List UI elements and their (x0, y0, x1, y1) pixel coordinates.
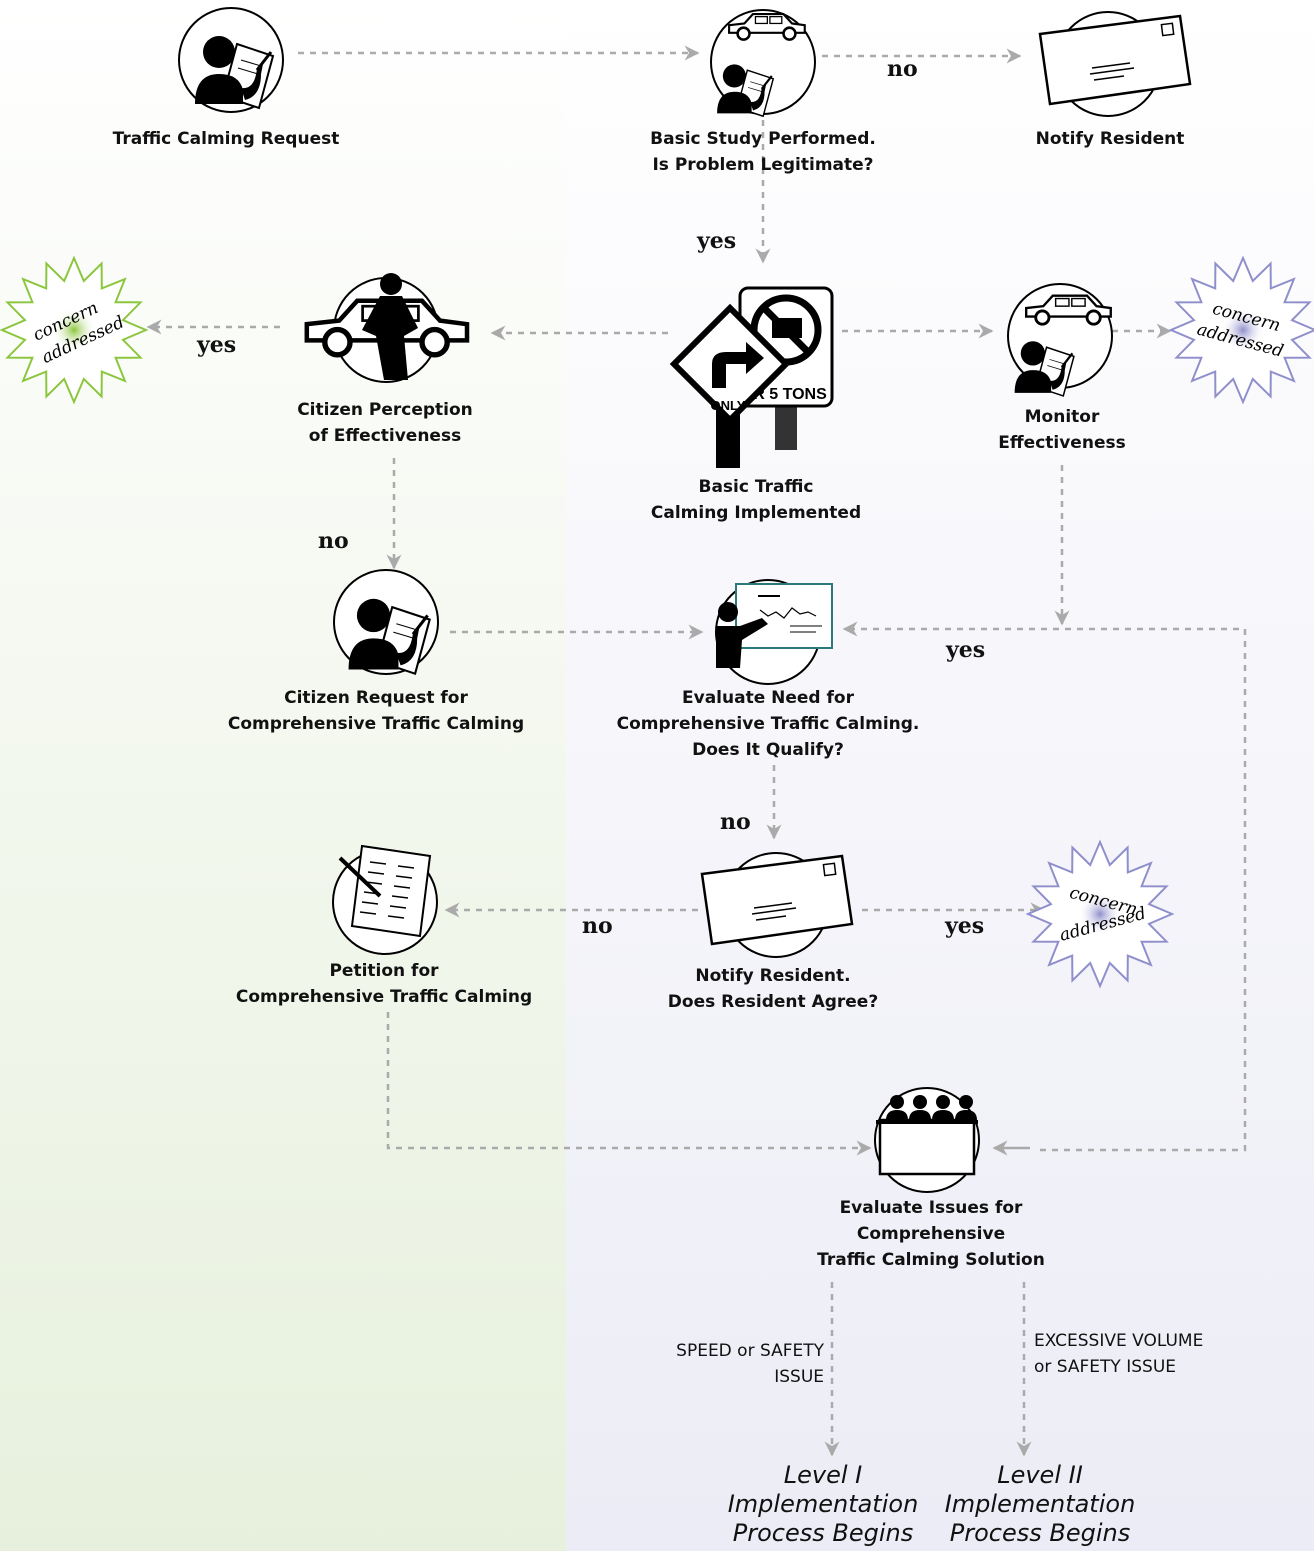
envelope-icon (1038, 11, 1192, 117)
level-line: Implementation (944, 1490, 1136, 1518)
label-line: Citizen Request for (284, 688, 468, 708)
label-basic-traffic-calming: Basic Traffic Calming Implemented (651, 474, 861, 526)
decision-study-yes: yes (697, 228, 737, 254)
level-line: Level I (783, 1461, 863, 1489)
person-writing-request-icon (333, 569, 439, 676)
right-panel-background (566, 0, 1314, 1551)
left-panel-background (0, 0, 566, 1551)
label-monitor-effectiveness: Monitor Effectiveness (998, 404, 1125, 456)
committee-table-icon (874, 1087, 980, 1193)
label-line: Evaluate Issues for (839, 1198, 1023, 1218)
label-line: Is Problem Legitimate? (652, 155, 874, 175)
level-line: Level II (997, 1461, 1083, 1489)
decision-qualify-no: no (720, 809, 751, 835)
issue-line: or SAFETY ISSUE (1034, 1357, 1177, 1377)
concern-addressed-blue-burst-top: concern addressed (1168, 255, 1314, 405)
issue-speed-safety: SPEED or SAFETY ISSUE (676, 1338, 824, 1390)
concern-addressed-blue-burst-bottom: concern addressed (1025, 839, 1175, 989)
level-2-process: Level II Implementation Process Begins (945, 1461, 1136, 1548)
label-traffic-calming-request: Traffic Calming Request (113, 126, 340, 152)
level-1-process: Level I Implementation Process Begins (728, 1461, 919, 1548)
decision-study-no: no (887, 56, 918, 82)
presenter-board-icon (715, 579, 833, 685)
car-monitor-icon (1007, 283, 1113, 398)
label-notify-resident-agree: Notify Resident. Does Resident Agree? (668, 963, 878, 1015)
decision-perception-yes: yes (197, 332, 237, 358)
label-line: Notify Resident. (695, 966, 851, 986)
pedestrian-car-icon (307, 273, 467, 383)
label-petition: Petition for Comprehensive Traffic Calmi… (236, 958, 532, 1010)
decision-agree-no: no (582, 913, 613, 939)
label-line: Comprehensive Traffic Calming (227, 714, 525, 734)
level-line: Process Begins (949, 1519, 1131, 1547)
label-basic-study: Basic Study Performed. Is Problem Legiti… (650, 126, 876, 178)
only-sign-text: ONLY (711, 398, 746, 413)
label-line: Notify Resident (1035, 129, 1185, 149)
label-line: Petition for (329, 961, 439, 981)
label-line: Does It Qualify? (692, 740, 844, 760)
tons-sign-text: R 5 TONS (753, 386, 827, 403)
issue-line: ISSUE (774, 1367, 824, 1387)
label-line: Calming Implemented (650, 503, 862, 523)
level-line: Process Begins (732, 1519, 914, 1547)
label-notify-resident: Notify Resident (1036, 126, 1185, 152)
label-line: Monitor (1024, 407, 1100, 427)
label-citizen-perception: Citizen Perception of Effectiveness (297, 397, 473, 449)
label-line: Does Resident Agree? (667, 992, 879, 1012)
level-line: Implementation (727, 1490, 919, 1518)
concern-addressed-green-burst: concern addressed (0, 255, 149, 405)
traffic-signs-icon: R 5 TONS ONLY (669, 286, 834, 468)
decision-monitor-yes: yes (946, 637, 986, 663)
label-citizen-request: Citizen Request for Comprehensive Traffi… (228, 685, 524, 737)
issue-line: EXCESSIVE VOLUME (1034, 1331, 1204, 1351)
label-line: Effectiveness (998, 433, 1126, 453)
connector-petition-to-issues (386, 1012, 872, 1156)
label-line: Comprehensive Traffic Calming. (616, 714, 920, 734)
label-line: Evaluate Need for (682, 688, 854, 708)
label-line: Traffic Calming Request (112, 129, 340, 149)
connector-loop-to-evaluate (842, 621, 1247, 1152)
issue-volume-safety: EXCESSIVE VOLUME or SAFETY ISSUE (1034, 1328, 1203, 1380)
label-line: Traffic Calming Solution (817, 1250, 1045, 1270)
decision-agree-yes: yes (945, 913, 985, 939)
person-writing-icon (178, 7, 284, 113)
label-line: of Effectiveness (308, 426, 462, 446)
label-line: Comprehensive Traffic Calming (235, 987, 533, 1007)
label-line: Citizen Perception (297, 400, 473, 420)
car-study-icon (710, 9, 816, 118)
label-evaluate-issues: Evaluate Issues for Comprehensive Traffi… (817, 1195, 1045, 1273)
issue-line: SPEED or SAFETY (676, 1341, 824, 1361)
envelope-agree-icon (700, 852, 854, 958)
label-line: Comprehensive (856, 1224, 1006, 1244)
petition-document-icon (332, 844, 438, 955)
label-line: Basic Study Performed. (650, 129, 876, 149)
label-evaluate-need: Evaluate Need for Comprehensive Traffic … (617, 685, 920, 763)
label-line: Basic Traffic (698, 477, 814, 497)
decision-perception-no: no (318, 528, 349, 554)
